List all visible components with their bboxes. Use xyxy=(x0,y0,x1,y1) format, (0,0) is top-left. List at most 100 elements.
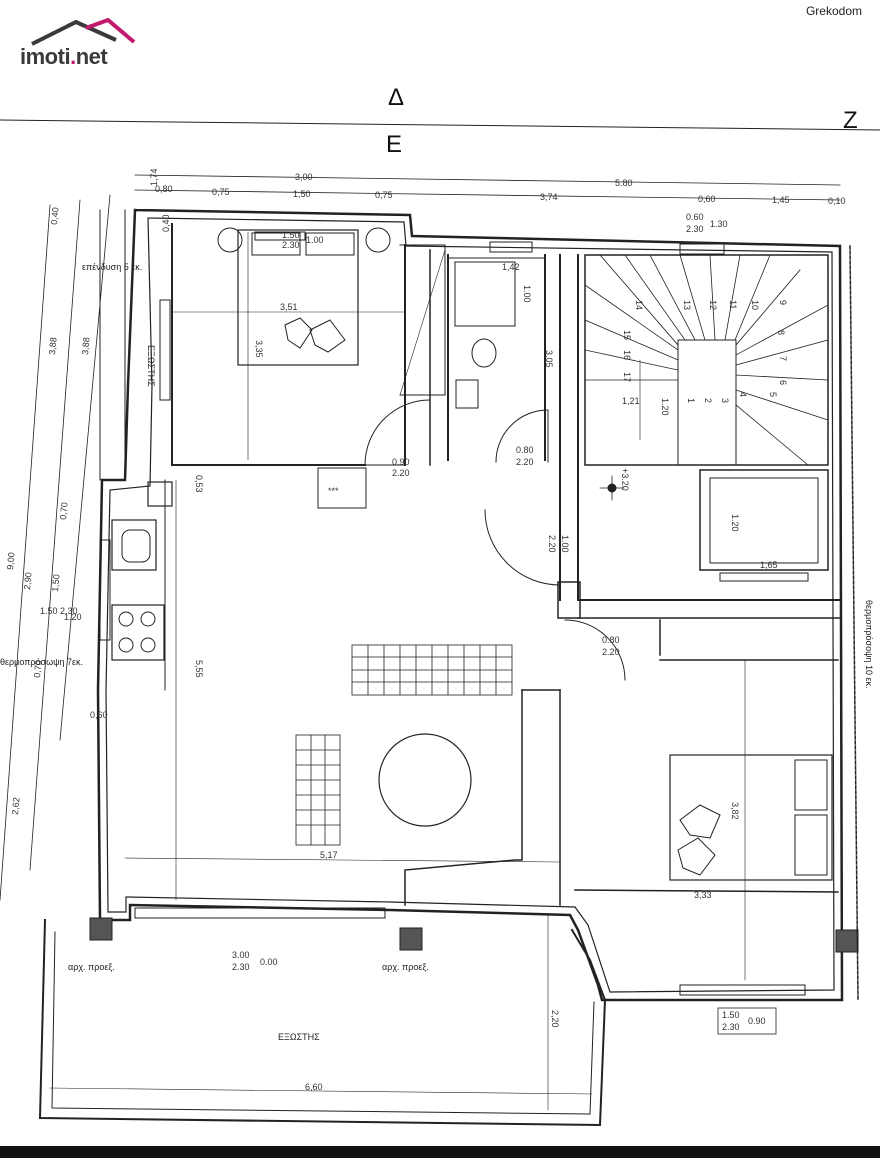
door3-swing xyxy=(484,509,561,586)
window-living[interactable] xyxy=(134,907,386,919)
dim-win-230: 2.30 xyxy=(282,240,300,250)
window-bed2[interactable] xyxy=(679,984,806,996)
dim-top-580: 5.80 xyxy=(615,178,633,188)
round-table xyxy=(378,733,472,827)
label-balcony-left: ΕΞΩΣΤΗΣ xyxy=(146,345,156,387)
label-column-left: αρχ. προεξ. xyxy=(68,962,115,972)
window-bath[interactable] xyxy=(489,241,533,253)
dim-bath-h2: 3,05 xyxy=(544,350,554,368)
watermark: Grekodom xyxy=(805,4,862,18)
dim-left-150: 1,50 xyxy=(50,574,61,592)
dim-balc-230: 2.30 xyxy=(232,962,250,972)
stair-number-1: 1 xyxy=(686,398,696,403)
dim-door1-b: 2.20 xyxy=(392,468,410,478)
top-boundary-line xyxy=(0,119,880,131)
dim-top-075b: 0,75 xyxy=(375,190,393,200)
sofa-grid xyxy=(295,734,341,846)
elevator-shaft xyxy=(699,469,829,571)
dim-top-145: 1,45 xyxy=(772,195,790,205)
bed2-pillow-bottom xyxy=(794,814,828,876)
dim-elev-h: 1.20 xyxy=(730,514,740,532)
kitchen-sink xyxy=(111,519,157,571)
outer-wall-inner xyxy=(105,217,835,993)
stair-number-14: 14 xyxy=(634,300,644,310)
cooktop xyxy=(111,604,165,661)
bedroom1-wall xyxy=(171,223,366,466)
balcony-bottom xyxy=(38,918,607,1127)
door1-swing xyxy=(364,399,431,466)
logo-text-main: imoti xyxy=(20,44,71,69)
dim-balc-300: 3.00 xyxy=(232,950,250,960)
dim-top-374: 3,74 xyxy=(540,192,558,202)
dim-door2-a: 0.80 xyxy=(516,445,534,455)
dim-bed1-w: 3,51 xyxy=(280,302,298,312)
dim-left-290: 2,90 xyxy=(22,572,33,590)
kitchen-column xyxy=(147,481,173,507)
cabinet-stars: *** xyxy=(328,486,339,496)
dim-top-150: 1,50 xyxy=(293,189,311,199)
compass-delta: Δ xyxy=(388,84,404,111)
dim-door4-b: 2.20 xyxy=(602,647,620,657)
dim-left-070b: 0,70 xyxy=(32,660,43,678)
dim-top-010: 0,10 xyxy=(828,196,846,206)
dim-top-300: 3,00 xyxy=(295,172,313,182)
dim-balc-h: 2,20 xyxy=(550,1010,560,1028)
window-bed1[interactable] xyxy=(254,231,306,241)
dim-line-left-3 xyxy=(59,194,111,741)
dim-left-150-230: 1.50 2.30 xyxy=(40,606,78,616)
dim-line-left-2 xyxy=(29,199,81,871)
dim-left-070a: 0,70 xyxy=(58,502,69,520)
dim-bed2-w: 3,33 xyxy=(694,890,712,900)
dim-left-900: 9,00 xyxy=(5,552,16,570)
bed1-pillow-right xyxy=(305,232,355,256)
dim-top-080: 0,80 xyxy=(155,184,173,194)
dim-win-br-090: 0.90 xyxy=(748,1016,766,1026)
dim-left-040b: 0,40 xyxy=(161,214,171,232)
bed2-cushion-b xyxy=(677,837,716,876)
logo-text-tld: net xyxy=(75,44,108,69)
bed1-pillow-left xyxy=(251,232,301,256)
bed1-nightstand-left xyxy=(217,227,243,253)
dim-top-060: 0,60 xyxy=(698,194,716,204)
window-stair[interactable] xyxy=(679,243,725,255)
dim-bed2-h: 3,82 xyxy=(730,802,740,820)
stair-number-13: 13 xyxy=(682,300,692,310)
stair-core xyxy=(677,339,737,466)
stair-number-10: 10 xyxy=(750,300,760,310)
dim-win-br-230: 2.30 xyxy=(722,1022,740,1032)
label-balcony-bottom: ΕΞΩΣΤΗΣ xyxy=(278,1032,320,1042)
logo[interactable]: imoti.net xyxy=(20,44,108,70)
stair-number-5: 5 xyxy=(768,392,778,397)
stair-number-9: 9 xyxy=(778,300,788,305)
window-balcony-left[interactable] xyxy=(159,299,171,401)
stair-treads xyxy=(584,254,829,466)
dining-table-grid xyxy=(351,644,513,696)
dim-balc-w: 6,60 xyxy=(305,1082,323,1092)
dim-win-top-230: 2.30 xyxy=(686,224,704,234)
column-mid xyxy=(399,927,423,951)
dim-top-174: 1,74 xyxy=(149,168,159,186)
bed1 xyxy=(237,229,359,366)
bed1-cushion-b xyxy=(309,319,346,353)
dim-bath-h1: 1.00 xyxy=(522,285,532,303)
column-left xyxy=(89,917,113,941)
bed2 xyxy=(669,754,833,881)
dim-bath-w: 1,42 xyxy=(502,262,520,272)
dim-door3-a: 1.00 xyxy=(560,535,570,553)
staircase xyxy=(584,254,829,466)
stair-number-15: 15 xyxy=(622,330,632,340)
dim-line-left-1 xyxy=(0,204,51,901)
dim-level: +3.20 xyxy=(620,468,630,491)
label-column-mid: αρχ. προεξ. xyxy=(382,962,429,972)
dim-left-120: 1.20 xyxy=(64,612,82,622)
dim-win-top-060: 0.60 xyxy=(686,212,704,222)
door2-swing xyxy=(495,409,549,463)
dim-top-075a: 0,75 xyxy=(212,187,230,197)
stair-number-7: 7 xyxy=(778,356,788,361)
window-kitchen[interactable] xyxy=(99,539,111,641)
toilet xyxy=(471,338,497,368)
stair-number-8: 8 xyxy=(776,330,786,335)
dim-stair-w: 1,21 xyxy=(622,396,640,406)
